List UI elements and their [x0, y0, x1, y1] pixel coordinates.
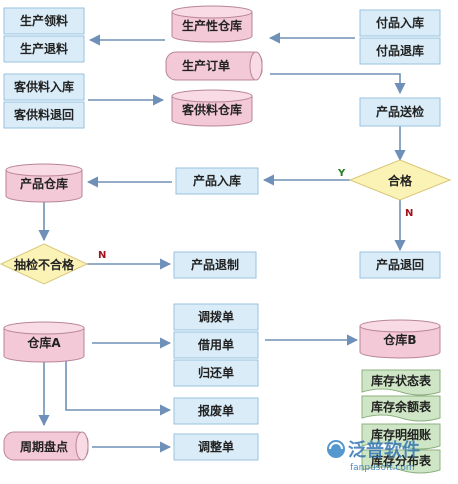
svg-text:仓库A: 仓库A	[26, 335, 61, 350]
box-prod-pick: 生产领料	[3, 7, 85, 35]
diamond-sampling-fail: 抽检不合格	[0, 243, 89, 285]
svg-text:fanpusoft.com: fanpusoft.com	[350, 463, 415, 473]
svg-text:付品退库: 付品退库	[376, 43, 424, 58]
svg-text:生产退料: 生产退料	[20, 41, 68, 56]
edge-whA-to-scrap	[65, 360, 172, 416]
box-goods-in: 付品入库	[359, 9, 441, 37]
watermark-logo: 泛普软件 fanpusoft.com	[327, 439, 420, 473]
box-consign-in: 客供料入库	[3, 73, 85, 101]
svg-text:归还单: 归还单	[198, 365, 234, 380]
flag-no-sampling: N	[98, 250, 106, 261]
cylinder-prod-warehouse: 生产性仓库	[171, 5, 253, 43]
box-transfer: 调拨单	[173, 303, 259, 331]
svg-text:库存明细账: 库存明细账	[371, 427, 431, 442]
diamond-qualified: 合格	[348, 159, 452, 201]
svg-text:生产性仓库: 生产性仓库	[182, 18, 242, 33]
svg-text:产品送检: 产品送检	[376, 104, 424, 119]
svg-text:生产订单: 生产订单	[182, 58, 230, 73]
svg-text:产品入库: 产品入库	[193, 173, 241, 188]
svg-text:合格: 合格	[388, 173, 413, 188]
report-stock-balance: 库存余额表	[361, 395, 441, 422]
svg-text:客供料仓库: 客供料仓库	[181, 102, 242, 117]
cylinder-stocktake: 周期盘点	[3, 431, 89, 461]
svg-text:仓库B: 仓库B	[382, 332, 416, 347]
cylinder-prod-order: 生产订单	[165, 51, 263, 81]
cylinder-warehouse-b: 仓库B	[359, 319, 441, 359]
box-giveback: 归还单	[173, 359, 259, 387]
box-product-inspect: 产品送检	[359, 97, 441, 127]
box-borrow: 借用单	[173, 331, 259, 359]
svg-text:库存余额表: 库存余额表	[371, 399, 432, 414]
svg-text:付品入库: 付品入库	[376, 15, 424, 30]
svg-text:抽检不合格: 抽检不合格	[14, 257, 75, 272]
flag-no: N	[405, 208, 413, 219]
svg-text:借用单: 借用单	[197, 337, 234, 352]
cylinder-warehouse-a: 仓库A	[3, 321, 85, 363]
report-stock-distribution: 库存分布表	[361, 449, 441, 474]
svg-text:产品退制: 产品退制	[191, 257, 239, 272]
svg-text:周期盘点: 周期盘点	[20, 439, 68, 454]
svg-text:调整单: 调整单	[198, 439, 234, 454]
report-stock-status: 库存状态表	[361, 369, 441, 396]
flag-yes: Y	[337, 168, 346, 179]
cylinder-consign-warehouse: 客供料仓库	[171, 89, 253, 127]
svg-text:库存分布表: 库存分布表	[371, 453, 432, 468]
svg-text:报废单: 报废单	[198, 403, 234, 418]
box-scrap: 报废单	[173, 397, 259, 425]
cylinder-product-warehouse: 产品仓库	[5, 163, 83, 203]
svg-text:产品退回: 产品退回	[376, 257, 424, 272]
box-product-reject: 产品退制	[173, 251, 257, 279]
svg-text:客供料入库: 客供料入库	[13, 79, 74, 94]
box-adjust: 调整单	[173, 433, 259, 461]
svg-text:库存状态表: 库存状态表	[371, 373, 432, 388]
report-stock-detail: 库存明细账	[361, 423, 441, 450]
edge-order-to-inspect	[270, 73, 406, 95]
box-prod-return: 生产退料	[3, 35, 85, 63]
box-product-return: 产品退回	[359, 251, 441, 279]
box-product-in: 产品入库	[175, 167, 259, 195]
edges	[38, 32, 406, 453]
svg-text:客供料退回: 客供料退回	[13, 107, 74, 122]
box-goods-return: 付品退库	[359, 37, 441, 65]
svg-text:调拨单: 调拨单	[198, 309, 234, 324]
svg-text:泛普软件: 泛普软件	[348, 439, 420, 461]
svg-text:生产领料: 生产领料	[20, 13, 68, 28]
box-consign-return: 客供料退回	[3, 101, 85, 129]
svg-text:产品仓库: 产品仓库	[20, 176, 68, 191]
